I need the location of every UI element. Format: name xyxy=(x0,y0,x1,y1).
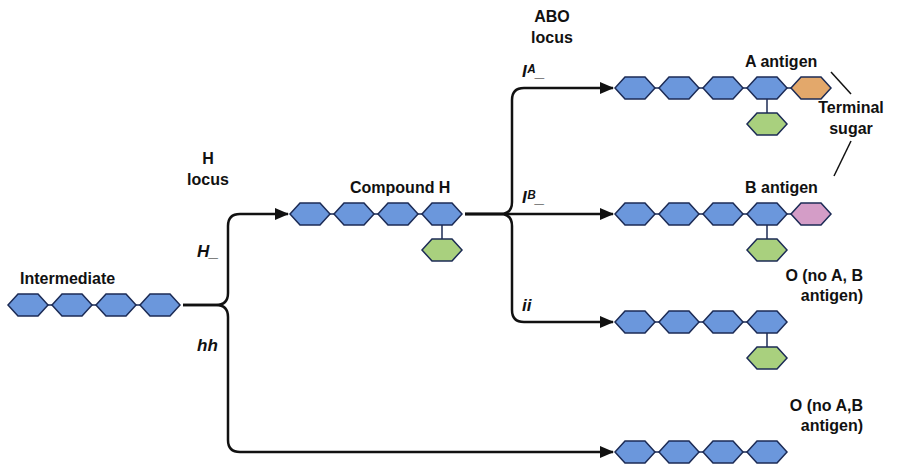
sugar-hexagon xyxy=(791,203,831,225)
sugar-bond xyxy=(766,225,768,239)
sugar-hexagon xyxy=(703,311,743,333)
sugar-hexagon xyxy=(422,203,462,225)
locus-label: Terminal sugar xyxy=(810,97,892,139)
sugar-hexagon xyxy=(96,294,136,316)
molecule-label: O (no A, B antigen) xyxy=(745,266,863,306)
leader-line xyxy=(834,141,851,176)
sugar-chain xyxy=(615,440,789,464)
sugar-hexagon xyxy=(747,239,787,261)
sugar-hexagon xyxy=(703,203,743,225)
genotype-label: Iᴬ_ xyxy=(522,62,545,82)
sugar-hexagon xyxy=(747,203,787,225)
pathway-arrow xyxy=(465,214,613,322)
sugar-hexagon xyxy=(8,294,48,316)
locus-label: ABO locus xyxy=(526,6,578,48)
molecule-node: O (no A, B antigen) xyxy=(615,266,865,372)
pathway-arrow xyxy=(183,305,613,452)
sugar-hexagon xyxy=(703,77,743,99)
sugar-hexagon xyxy=(659,311,699,333)
sugar-hexagon xyxy=(615,203,655,225)
sugar-hexagon xyxy=(659,203,699,225)
sugar-chain xyxy=(8,293,182,317)
sugar-chain xyxy=(615,202,833,264)
sugar-hexagon xyxy=(659,77,699,99)
sugar-chain xyxy=(290,202,464,264)
molecule-node: A antigen xyxy=(615,52,833,138)
sugar-hexagon xyxy=(290,203,330,225)
sugar-hexagon xyxy=(615,77,655,99)
genotype-label: ii xyxy=(522,296,531,316)
genotype-label: Iᴮ_ xyxy=(522,188,545,208)
sugar-hexagon xyxy=(747,441,787,463)
sugar-hexagon xyxy=(615,441,655,463)
sugar-hexagon xyxy=(747,311,787,333)
sugar-hexagon xyxy=(422,239,462,261)
sugar-hexagon xyxy=(747,77,787,99)
molecule-label: O (no A,B antigen) xyxy=(745,396,863,436)
sugar-hexagon xyxy=(747,113,787,135)
leader-line xyxy=(831,72,851,94)
pathway-arrow xyxy=(465,88,613,214)
sugar-hexagon xyxy=(747,347,787,369)
sugar-bond xyxy=(441,225,443,239)
molecule-label: B antigen xyxy=(745,178,818,198)
molecule-node: B antigen xyxy=(615,178,833,264)
sugar-chain xyxy=(615,76,833,138)
sugar-chain xyxy=(615,310,789,372)
sugar-hexagon xyxy=(659,441,699,463)
molecule-node: Compound H xyxy=(290,178,464,264)
sugar-hexagon xyxy=(334,203,374,225)
sugar-bond xyxy=(766,99,768,113)
locus-label: H locus xyxy=(183,148,233,190)
sugar-bond xyxy=(766,333,768,347)
pathway-arrow xyxy=(183,214,288,305)
sugar-hexagon xyxy=(703,441,743,463)
sugar-hexagon xyxy=(615,311,655,333)
sugar-hexagon xyxy=(378,203,418,225)
genotype-label: H_ xyxy=(197,242,219,262)
sugar-hexagon xyxy=(52,294,92,316)
sugar-hexagon xyxy=(791,77,831,99)
molecule-label: A antigen xyxy=(745,52,817,72)
genotype-label: hh xyxy=(197,336,218,356)
molecule-label: Compound H xyxy=(350,178,450,198)
molecule-node: O (no A,B antigen) xyxy=(615,396,865,464)
molecule-node: Intermediate xyxy=(8,269,182,317)
molecule-label: Intermediate xyxy=(20,269,115,289)
sugar-hexagon xyxy=(140,294,180,316)
